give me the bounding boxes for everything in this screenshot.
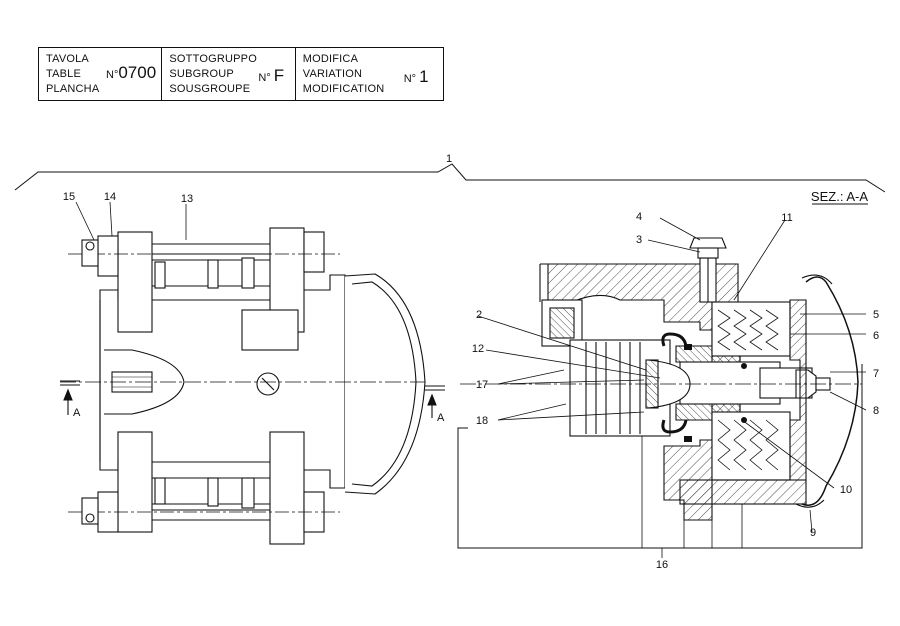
section-view <box>457 237 863 549</box>
section-marker-right <box>425 385 445 418</box>
callout-8: 8 <box>873 405 879 417</box>
table-label-it: TAVOLA <box>46 53 89 65</box>
table-label-es: PLANCHA <box>46 83 100 95</box>
variation-label-it: MODIFICA <box>302 53 359 65</box>
assembly-brace <box>14 163 886 193</box>
callout-5: 5 <box>873 309 879 321</box>
exterior-view <box>60 227 426 545</box>
title-block: TAVOLA TABLE PLANCHA N°0700 SOTTOGRUPPO … <box>38 47 444 101</box>
section-marker-left <box>60 380 80 415</box>
variation-label-en: VARIATION <box>302 68 363 80</box>
callout-18: 18 <box>476 415 488 427</box>
callout-12: 12 <box>472 343 484 355</box>
section-marker-left-label: A <box>73 407 81 419</box>
callout-13: 13 <box>181 193 193 205</box>
section-marker-right-label: A <box>437 412 445 424</box>
callout-15: 15 <box>63 191 75 203</box>
subgroup-label-en: SUBGROUP <box>169 68 234 80</box>
callout-6: 6 <box>873 330 879 342</box>
callout-11: 11 <box>781 212 792 224</box>
subgroup-label-it: SOTTOGRUPPO <box>169 53 257 65</box>
callout-14: 14 <box>104 191 116 203</box>
callout-2: 2 <box>476 309 482 321</box>
callout-16: 16 <box>656 559 668 571</box>
table-number: N°0700 <box>106 63 157 82</box>
subgroup-cell: SOTTOGRUPPO SUBGROUP SOUSGROUPE N° F <box>162 48 296 100</box>
section-label: SEZ.: A-A <box>811 189 868 204</box>
callout-7: 7 <box>873 368 879 380</box>
callout-4: 4 <box>636 211 642 223</box>
callout-17: 17 <box>476 379 488 391</box>
table-label-en: TABLE <box>46 68 82 80</box>
variation-cell: MODIFICA VARIATION MODIFICATION N° 1 <box>296 48 443 100</box>
subgroup-label-fr: SOUSGROUPE <box>169 83 251 95</box>
table-cell: TAVOLA TABLE PLANCHA N°0700 <box>39 48 163 100</box>
callout-9: 9 <box>810 527 816 539</box>
callout-1: 1 <box>446 153 452 165</box>
callout-3: 3 <box>636 234 642 246</box>
callout-10: 10 <box>840 484 852 496</box>
leader-lines <box>75 201 867 558</box>
variation-label-fr: MODIFICATION <box>302 83 385 95</box>
subgroup-number: N° F <box>258 66 285 85</box>
variation-number: N° 1 <box>403 67 429 86</box>
